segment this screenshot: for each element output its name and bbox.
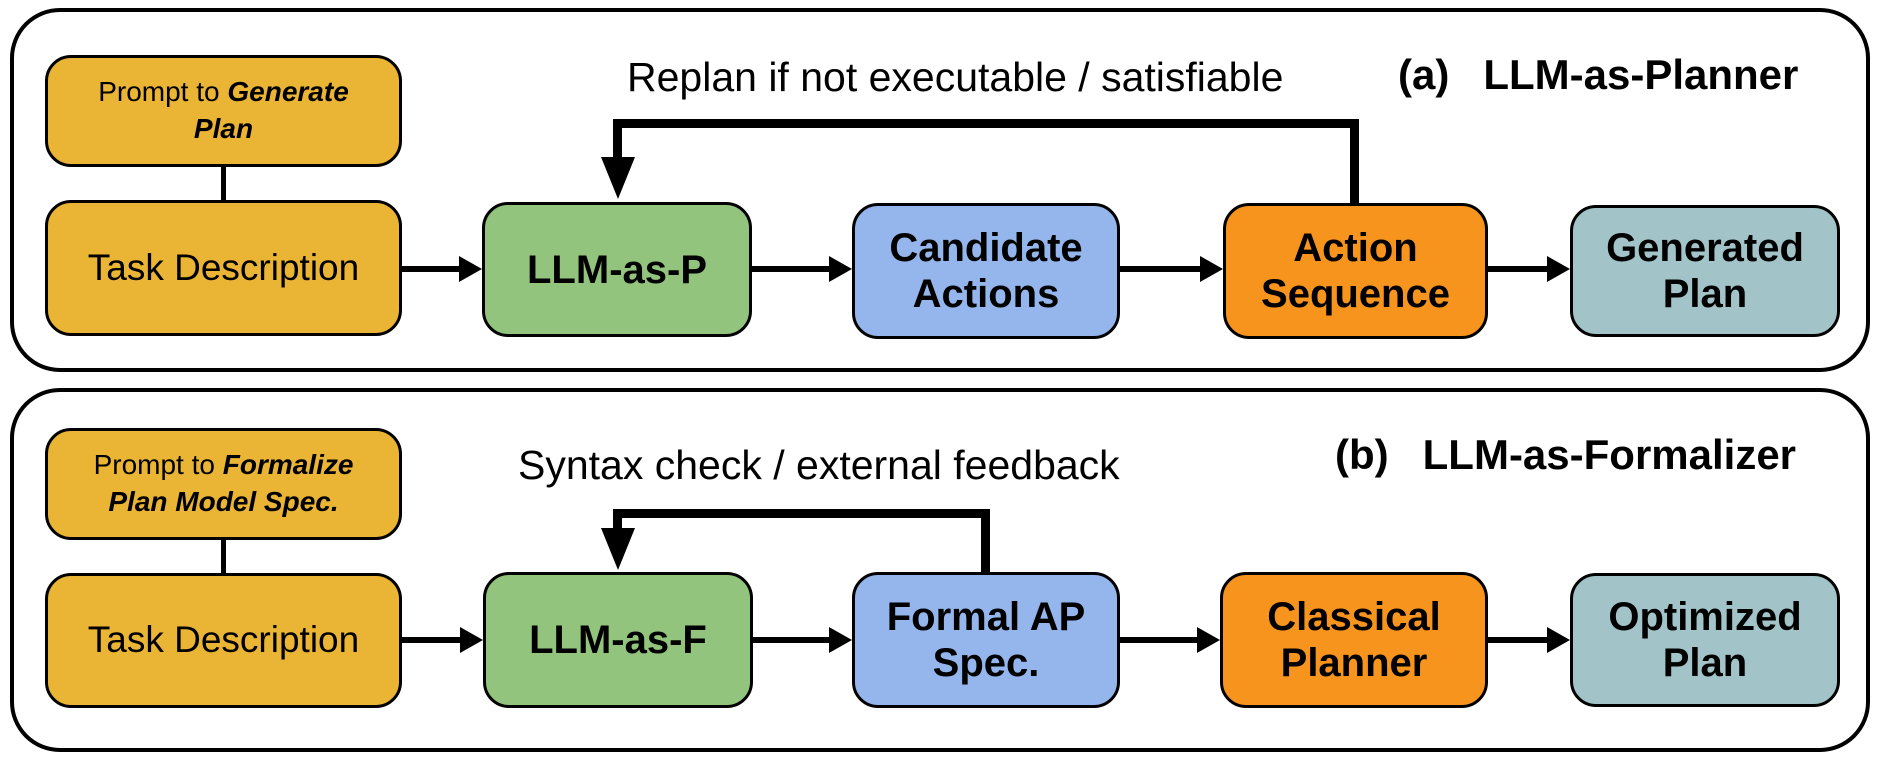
- prompt-b-emphasis: Formalize Plan Model Spec.: [108, 449, 354, 517]
- classical-planner-box: Classical Planner: [1220, 572, 1488, 708]
- llm-as-p-box: LLM-as-P: [482, 202, 752, 337]
- arrow-llm-to-formal-spec: [753, 627, 852, 653]
- arrow-planner-to-optimized: [1488, 627, 1570, 653]
- syntax-feedback-label: Syntax check / external feedback: [518, 442, 1120, 488]
- llm-as-f-box: LLM-as-F: [483, 572, 753, 708]
- prompt-generate-plan-box: Prompt to Generate Plan: [45, 55, 402, 167]
- optimized-plan-box: Optimized Plan: [1570, 573, 1840, 707]
- action-sequence-label: Action Sequence: [1261, 226, 1450, 316]
- task-description-label-a: Task Description: [87, 246, 360, 288]
- feedback-arrowhead-b-icon: [601, 528, 635, 570]
- panel-b-title: (b) LLM-as-Formalizer: [1335, 430, 1796, 480]
- arrow-llm-to-candidate: [752, 256, 852, 282]
- feedback-line-b-horizontal: [613, 509, 990, 518]
- feedback-arrowhead-a-icon: [601, 157, 635, 199]
- arrow-task-to-llm-b: [402, 627, 483, 653]
- optimized-plan-label: Optimized Plan: [1608, 595, 1802, 685]
- task-description-box-a: Task Description: [45, 200, 402, 336]
- prompt-formalize-label: Prompt to Formalize Plan Model Spec.: [48, 447, 399, 521]
- generated-plan-box: Generated Plan: [1570, 205, 1840, 337]
- formal-ap-spec-label: Formal AP Spec.: [886, 595, 1086, 685]
- generated-plan-label: Generated Plan: [1606, 226, 1804, 316]
- prompt-formalize-box: Prompt to Formalize Plan Model Spec.: [45, 428, 402, 540]
- arrow-task-to-llm-a: [402, 256, 482, 282]
- prompt-a-emphasis: Generate Plan: [193, 76, 349, 144]
- action-sequence-box: Action Sequence: [1223, 203, 1488, 339]
- llm-as-p-label: LLM-as-P: [527, 247, 707, 292]
- panel-a-title: (a) LLM-as-Planner: [1398, 50, 1798, 100]
- replan-feedback-label: Replan if not executable / satisfiable: [627, 54, 1284, 100]
- feedback-line-a-riser: [1350, 119, 1359, 206]
- feedback-line-b-drop: [613, 509, 622, 531]
- feedback-line-b-riser: [981, 509, 990, 573]
- connector-prompt-task-b: [221, 539, 226, 575]
- candidate-actions-box: Candidate Actions: [852, 203, 1120, 339]
- llm-as-f-label: LLM-as-F: [529, 618, 707, 662]
- candidate-actions-label: Candidate Actions: [889, 226, 1083, 316]
- feedback-line-a-horizontal: [613, 119, 1359, 128]
- prompt-a-prefix: Prompt to: [98, 76, 228, 108]
- prompt-b-prefix: Prompt to: [93, 449, 223, 481]
- connector-prompt-task-a: [221, 166, 226, 202]
- classical-planner-label: Classical Planner: [1267, 595, 1441, 685]
- panel-b-index: (b): [1335, 431, 1389, 478]
- arrow-sequence-to-generated: [1488, 256, 1570, 282]
- task-description-box-b: Task Description: [45, 573, 402, 708]
- panel-a-index: (a): [1398, 51, 1450, 98]
- panel-b-title-text: LLM-as-Formalizer: [1422, 431, 1797, 478]
- formal-ap-spec-box: Formal AP Spec.: [852, 572, 1120, 708]
- feedback-line-a-drop: [613, 119, 622, 160]
- arrow-candidate-to-sequence: [1120, 256, 1223, 282]
- task-description-label-b: Task Description: [87, 619, 360, 661]
- prompt-generate-plan-label: Prompt to Generate Plan: [48, 74, 399, 148]
- panel-a-title-text: LLM-as-Planner: [1483, 51, 1799, 98]
- arrow-spec-to-classical-planner: [1120, 627, 1220, 653]
